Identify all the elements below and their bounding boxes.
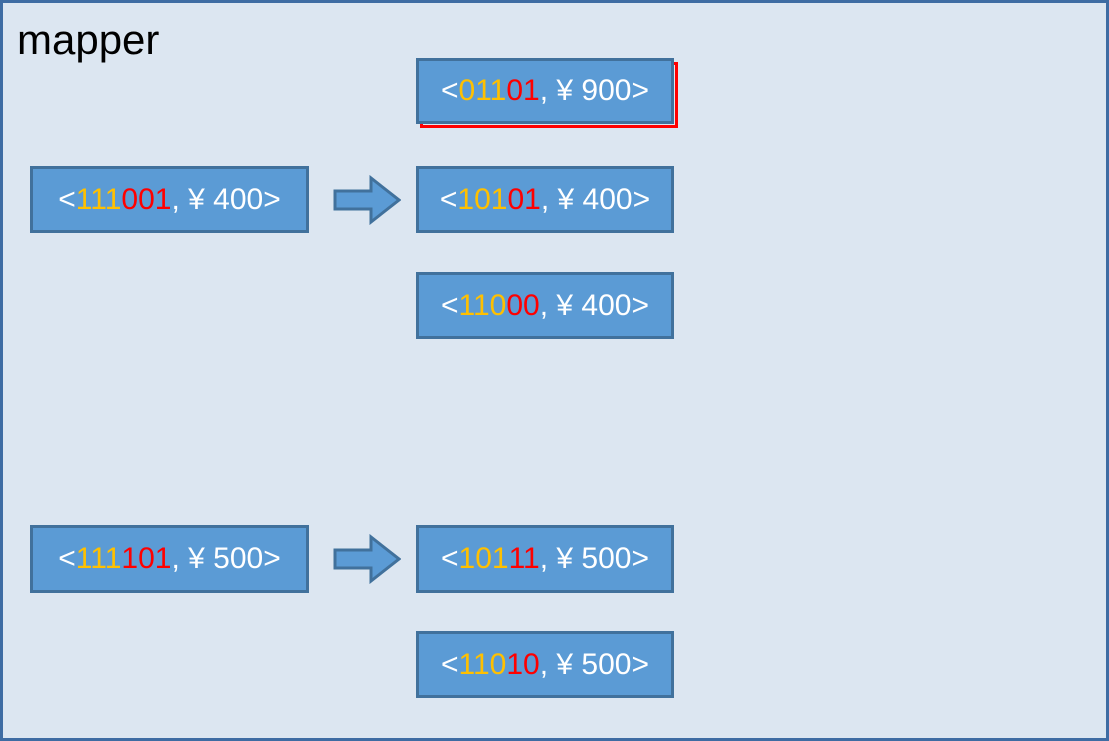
pair-text-segment: 001 xyxy=(121,182,172,216)
pair-text-segment: 11 xyxy=(508,542,540,575)
pair-text-segment: 01 xyxy=(506,74,540,107)
pair-text-segment: , ¥ 400> xyxy=(539,288,649,322)
pair-text-segment: < xyxy=(439,182,458,216)
pair-text-segment: , ¥ 400> xyxy=(171,182,281,216)
pair-text-segment: 111 xyxy=(75,182,122,216)
pair-text-segment: < xyxy=(441,288,459,322)
pair-text-segment: , ¥ 900> xyxy=(539,74,649,107)
pair-text-segment: 101 xyxy=(457,182,508,216)
pair-text-segment: , ¥ 500> xyxy=(539,542,649,575)
page-title: mapper xyxy=(17,16,160,63)
pair-text-segment: , ¥ 500> xyxy=(539,647,649,681)
pair-text-segment: 00 xyxy=(506,288,540,322)
pair-text-segment: < xyxy=(440,542,459,575)
arrow-right-icon xyxy=(333,175,401,225)
pair-text-segment: < xyxy=(441,647,459,681)
pair-text-segment: , ¥ 500> xyxy=(171,542,281,575)
arrow-right-icon xyxy=(333,534,401,584)
pair-text-segment: 10 xyxy=(506,647,540,681)
pair-text-segment: 111 xyxy=(75,542,122,575)
pair-text-segment: 101 xyxy=(458,542,509,575)
pair-text-segment: 110 xyxy=(458,647,507,681)
pair-text-segment: , ¥ 400> xyxy=(540,182,651,216)
pair-text-segment: 101 xyxy=(121,542,172,575)
pair-text-segment: 110 xyxy=(458,288,507,322)
pair-text-segment: 011 xyxy=(458,74,507,107)
pair-text-segment: < xyxy=(58,542,76,575)
pair-text-segment: 01 xyxy=(507,182,541,216)
pair-text-segment: < xyxy=(441,74,459,107)
pair-text-segment: < xyxy=(58,182,76,216)
